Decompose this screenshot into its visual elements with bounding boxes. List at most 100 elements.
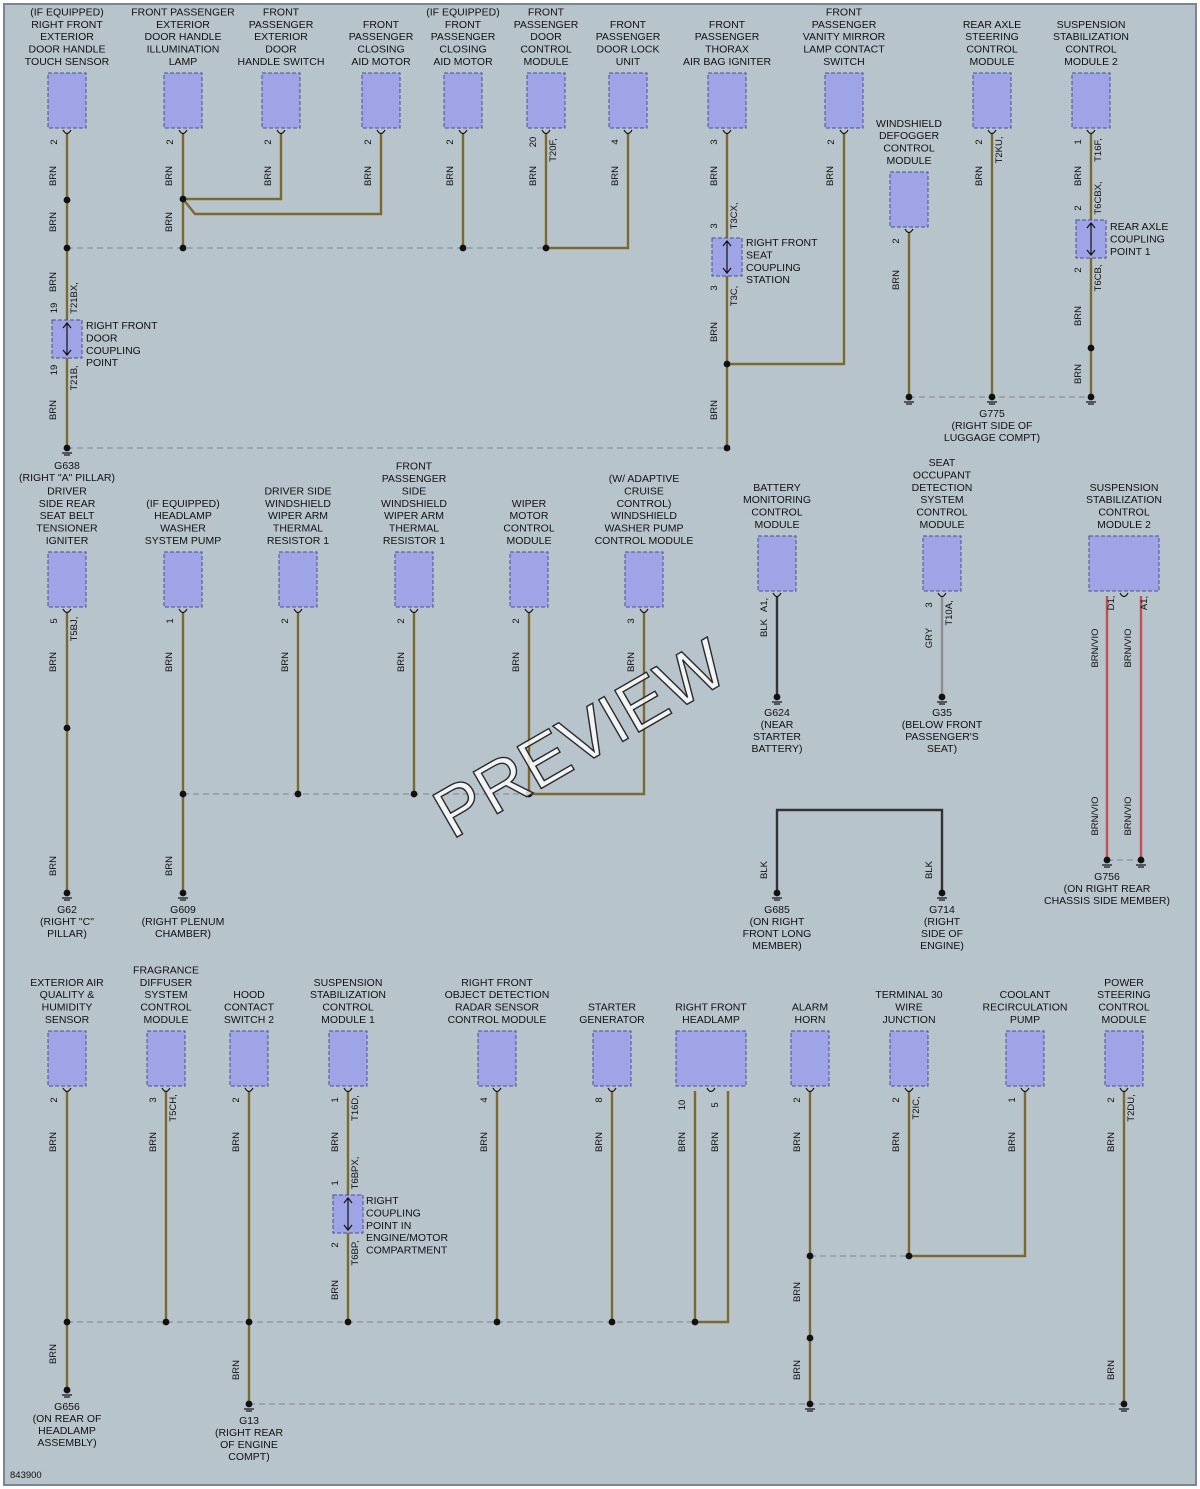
ground-terminal [1103,856,1111,864]
coupling-k1-connector-top: T21BX, [69,282,80,314]
component-c23-label: FRAGRANCE [133,964,199,976]
splice-node [542,244,550,252]
coupling-k2-arrow [722,267,732,274]
component-c27-label: GENERATOR [579,1014,645,1026]
component-c5-body [443,72,483,129]
wire-label: BRN [594,1132,605,1152]
wire-label: BRN [48,1132,59,1152]
wire-label: BRN/VIO [1090,628,1101,667]
component-c10-pin: 2 [891,238,902,243]
wire-label: BRN [974,166,985,186]
component-c21-label: STABILIZATION [1086,494,1162,506]
component-c26-label: OBJECT DETECTION [445,989,550,1001]
component-c13-body [47,551,87,608]
connector-terminal [178,129,188,135]
component-c9-label: LAMP CONTACT [803,44,885,56]
component-c5-label: AID MOTOR [433,56,493,68]
coupling-k4-label: COMPARTMENT [366,1245,448,1257]
component-c29-body [790,1030,830,1087]
component-c17-label: MODULE [507,535,552,547]
component-c18-body [624,551,664,608]
component-c22-pin: 2 [49,1097,60,1102]
wire-label: BRN [709,166,720,186]
component-c7-label: FRONT [610,19,647,31]
ground-g35-label: (BELOW FRONT [902,719,983,731]
component-c11-label: CONTROL [966,44,1017,56]
wire-label: BRN [231,1360,242,1380]
ground-terminal [63,444,71,452]
component-c9-label: VANITY MIRROR [803,31,886,43]
coupling-k2-label: SEAT [746,249,773,261]
wire-label: BLK [924,860,935,879]
component-c3-label: DOOR [265,44,297,56]
component-c5-label: (IF EQUIPPED) [426,6,500,18]
ground-terminal [245,1400,253,1408]
wire-label: BRN [891,1132,902,1152]
component-c27-body [592,1030,632,1087]
component-c3-label: EXTERIOR [254,31,308,43]
wire-label: BRN [363,166,374,186]
splice-node [344,1318,352,1326]
splice-node [179,195,187,203]
coupling-k4-connector-bottom: T6BP, [350,1240,361,1265]
component-c24-label: HOOD [233,989,265,1001]
component-c17-label: CONTROL [503,523,554,535]
component-c23-label: DIFFUSER [140,977,193,989]
component-c16-label: SIDE [402,485,427,497]
component-c8-body [707,72,747,129]
component-c9-label: FRONT [826,6,863,18]
coupling-k4-label: RIGHT [366,1195,399,1207]
component-c24-label: SWITCH 2 [224,1014,274,1026]
component-c13-label: DRIVER [47,485,87,497]
component-c25-label: STABILIZATION [310,989,386,1001]
component-c14-body [163,551,203,608]
component-c13-label: SEAT BELT [40,510,95,522]
wire-label: BRN [792,1360,803,1380]
component-c8-label: PASSENGER [695,31,760,43]
component-c14-label: (IF EQUIPPED) [146,498,220,510]
component-c15-body [278,551,318,608]
component-c7-label: DOOR LOCK [596,44,659,56]
connector-terminal [276,129,286,135]
component-c22-label: QUALITY & [40,989,95,1001]
coupling-k4-label: COUPLING [366,1207,421,1219]
component-c13-label: IGNITER [46,535,89,547]
component-c6-label: FRONT [528,6,565,18]
ground-g656-label: HEADLAMP [38,1425,96,1437]
component-c28-label: HEADLAMP [682,1014,740,1026]
component-c9-label: SWITCH [823,56,864,68]
component-c4-body [361,72,401,129]
splice-node [245,1318,253,1326]
ground-g13-label: OF ENGINE [220,1439,278,1451]
ground-terminal [63,1386,71,1394]
component-c29-label: HORN [795,1014,826,1026]
ground-g624-label: (NEAR [761,719,794,731]
component-c24-pin: 2 [231,1097,242,1102]
component-c1-pin: 2 [49,139,60,144]
coupling-k4-connector-top: T6BPX, [350,1157,361,1190]
ground-g775-label: G775 [979,408,1005,420]
wire-label: BRN [891,270,902,290]
wire [775,808,944,893]
wire-label: BLK [759,618,770,637]
ground-g685-label: FRONT LONG [743,928,812,940]
splice-node [806,1334,814,1342]
coupling-k2-pin-top: 3 [709,223,720,228]
splice-node [179,244,187,252]
wire [183,133,283,201]
component-c9-body [824,72,864,129]
ground-terminal [63,889,71,897]
component-c23-label: SYSTEM [144,989,187,1001]
component-c16-label: RESISTOR 1 [383,535,445,547]
connector-terminal [458,129,468,135]
wire-label: BRN/VIO [1123,796,1134,835]
wire-label: BRN [825,166,836,186]
wire [529,612,646,796]
component-c23-body [146,1030,186,1087]
connector-terminal [1119,1087,1129,1093]
component-c19-label: MODULE [755,519,800,531]
component-c23-pin: 3 [148,1097,159,1102]
connector-terminal [524,608,534,614]
component-c28-pin: 10 [677,1100,688,1111]
component-c26-label: RADAR SENSOR [455,1002,539,1014]
